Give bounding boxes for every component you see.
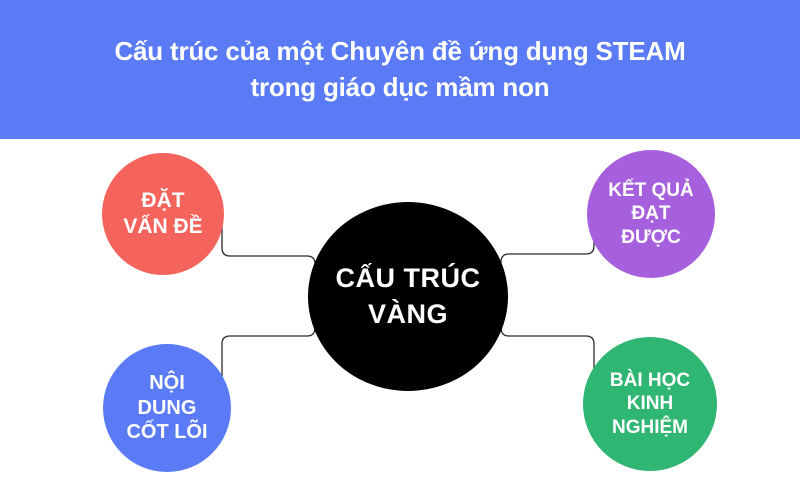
node-noi-dung-cot-loi-label: NỘI DUNG CỐT LÕI: [126, 372, 208, 444]
node-bai-hoc-kinh-nghiem-label: BÀI HỌC KINH NGHIỆM: [609, 370, 691, 438]
node-bai-hoc-kinh-nghiem[interactable]: BÀI HỌC KINH NGHIỆM: [583, 337, 717, 471]
node-cau-truc-vang-label: CẤU TRÚC VÀNG: [335, 263, 481, 329]
node-cau-truc-vang[interactable]: CẤU TRÚC VÀNG: [308, 202, 508, 391]
connector-left-bracket: [221, 213, 316, 379]
node-dat-van-de[interactable]: ĐẶT VẤN ĐỀ: [102, 153, 224, 275]
page-title: Cấu trúc của một Chuyên đề ứng dụng STEA…: [114, 36, 686, 102]
header-banner: Cấu trúc của một Chuyên đề ứng dụng STEA…: [0, 0, 800, 139]
node-dat-van-de-label: ĐẶT VẤN ĐỀ: [123, 189, 203, 238]
node-noi-dung-cot-loi[interactable]: NỘI DUNG CỐT LÕI: [103, 344, 231, 472]
connector-right-bracket: [500, 211, 595, 379]
node-ket-qua-dat-duoc-label: KẾT QUẢ ĐẠT ĐƯỢC: [608, 180, 694, 248]
node-ket-qua-dat-duoc[interactable]: KẾT QUẢ ĐẠT ĐƯỢC: [587, 150, 715, 278]
